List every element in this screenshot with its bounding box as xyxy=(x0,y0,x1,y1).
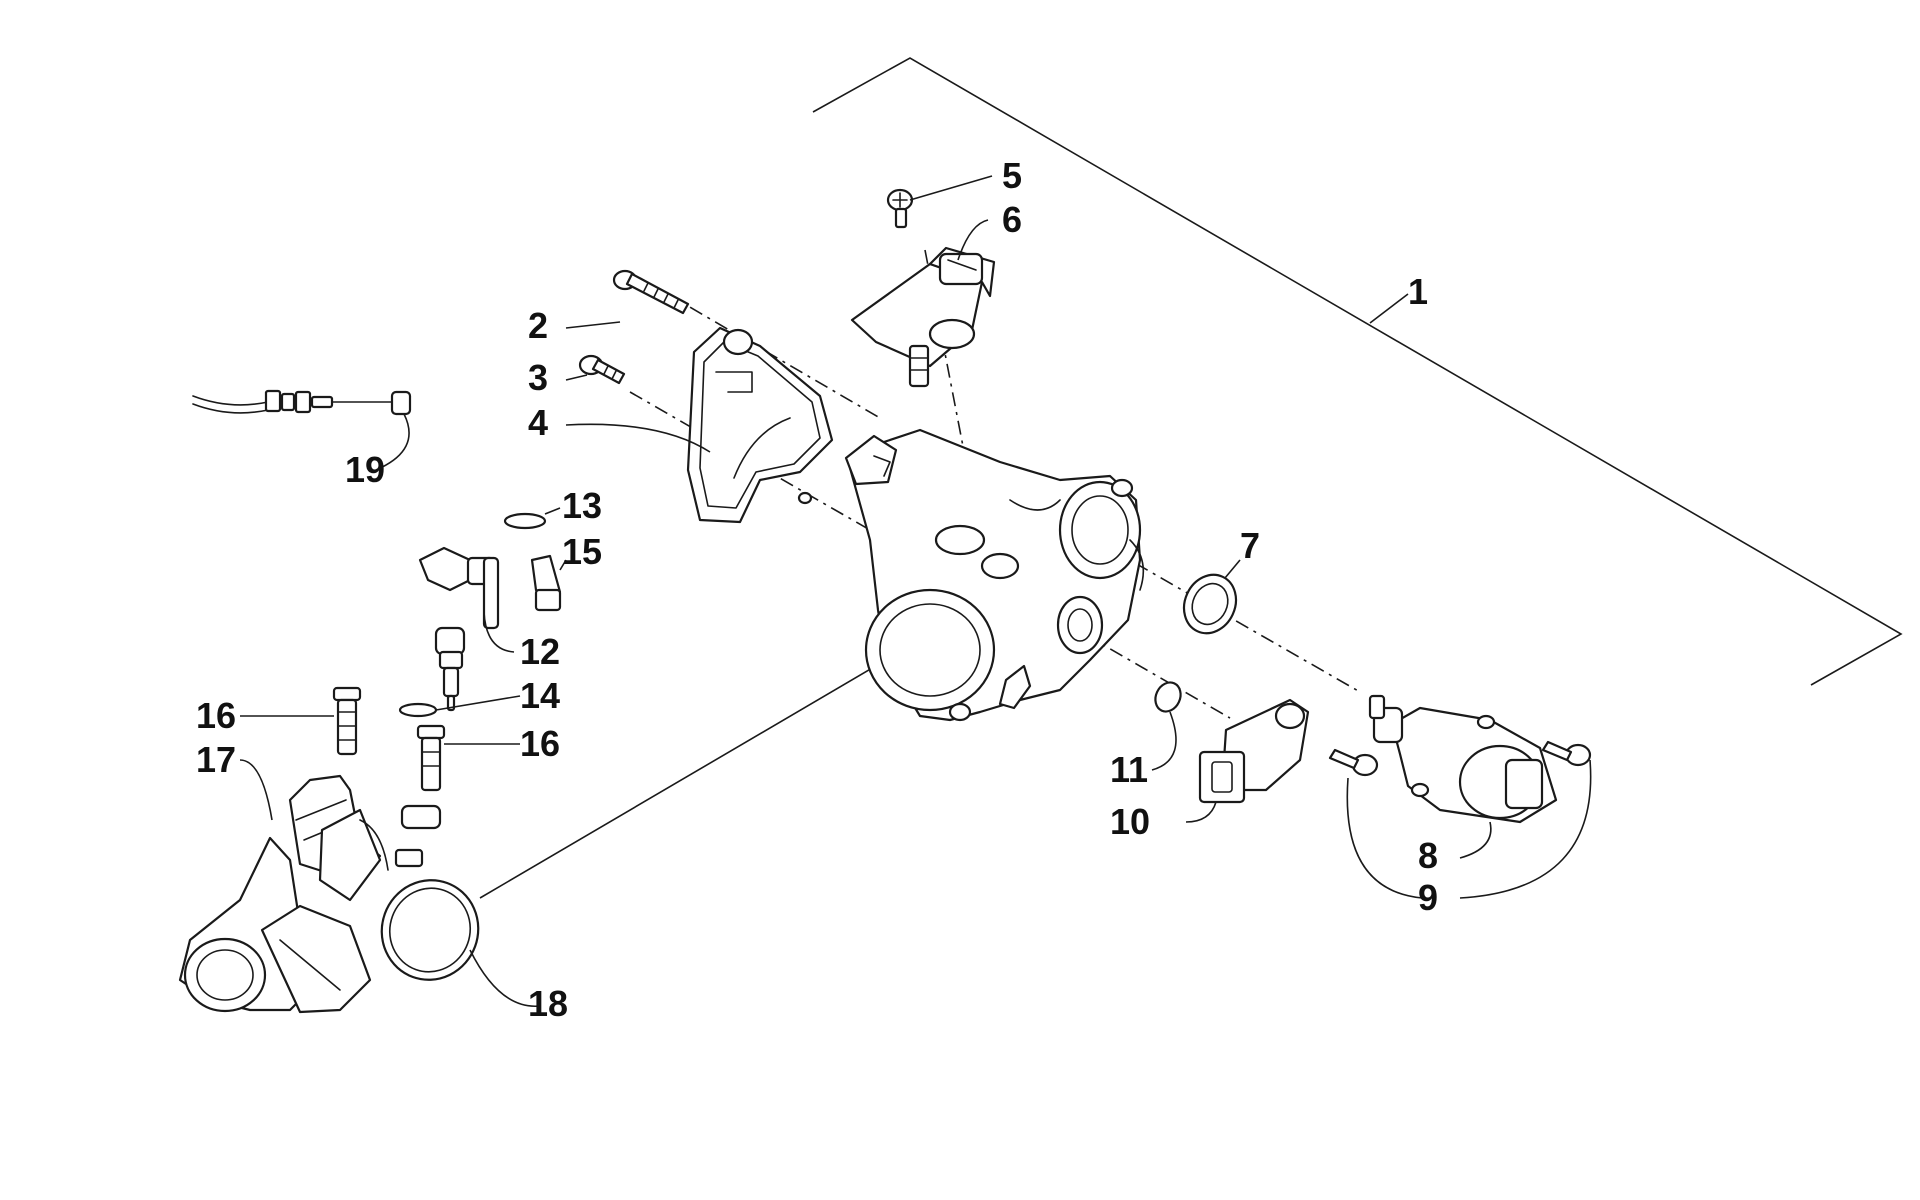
callout-13: 13 xyxy=(562,485,602,526)
callout-4: 4 xyxy=(528,402,548,443)
callout-11: 11 xyxy=(1110,749,1148,790)
long-bolt xyxy=(612,269,690,315)
callout-leaders xyxy=(565,175,993,453)
callout-18: 18 xyxy=(528,983,568,1024)
callout-12: 12 xyxy=(520,631,560,672)
iac-screws xyxy=(1328,740,1592,899)
injector-connector xyxy=(530,554,567,612)
callout-9: 9 xyxy=(1418,877,1438,918)
fuel-injector xyxy=(418,546,515,712)
callout-16-left: 16 xyxy=(196,695,236,736)
callout-3: 3 xyxy=(528,357,548,398)
idle-air-control-valve xyxy=(1368,694,1558,859)
assembly-bracket xyxy=(812,57,1903,686)
leader-1 xyxy=(1369,293,1409,324)
intake-boot xyxy=(178,759,389,1014)
throttle-cover xyxy=(686,326,834,524)
map-sensor xyxy=(850,246,996,388)
callout-7: 7 xyxy=(1240,525,1260,566)
throttle-cable xyxy=(192,389,412,471)
callout-2: 2 xyxy=(528,305,548,346)
hose-clamp xyxy=(380,804,541,1007)
callout-6: 6 xyxy=(1002,199,1022,240)
callout-15: 15 xyxy=(562,531,602,572)
callout-10: 10 xyxy=(1110,801,1150,842)
sensor-screw xyxy=(886,188,914,229)
callout-17: 17 xyxy=(196,739,236,780)
callout-19: 19 xyxy=(345,449,385,490)
small-o-ring xyxy=(1151,681,1182,771)
throttle-position-sensor xyxy=(1185,698,1310,823)
large-o-ring xyxy=(1182,559,1241,635)
upper-injector-o-ring xyxy=(503,507,561,530)
short-bolt xyxy=(578,354,626,385)
intake-bolts xyxy=(240,686,520,792)
lower-injector-o-ring xyxy=(398,695,521,718)
callout-5: 5 xyxy=(1002,155,1022,196)
callout-14: 14 xyxy=(520,675,560,716)
callout-8: 8 xyxy=(1418,835,1438,876)
callout-1: 1 xyxy=(1408,271,1428,312)
callout-16-right: 16 xyxy=(520,723,560,764)
callout-labels: 1 2 3 4 5 6 7 8 9 10 11 12 13 14 15 16 1… xyxy=(196,155,1438,1024)
throttle-body xyxy=(844,428,1145,722)
